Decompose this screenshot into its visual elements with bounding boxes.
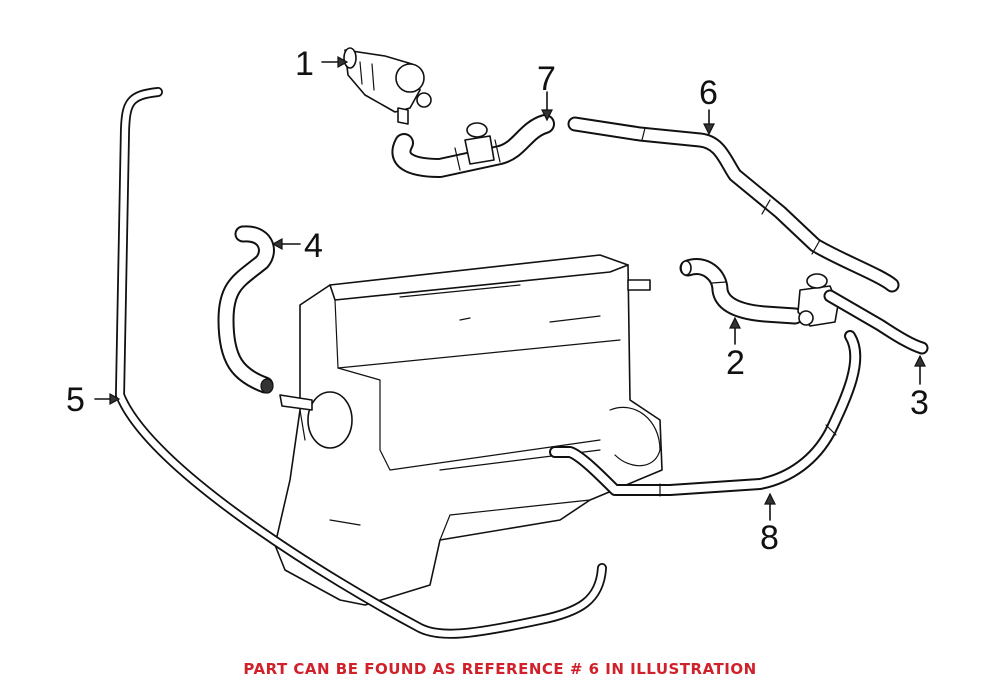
hose-part-8 [549, 330, 862, 497]
callout-6: 6 [699, 74, 718, 112]
callout-5: 5 [66, 381, 85, 419]
callout-4: 4 [304, 227, 323, 265]
callout-3: 3 [910, 384, 929, 422]
valve-part-1 [343, 47, 432, 125]
callout-8: 8 [760, 519, 779, 557]
callout-2: 2 [726, 344, 745, 382]
reference-caption: PART CAN BE FOUND AS REFERENCE # 6 IN IL… [243, 660, 757, 678]
hose-part-7 [391, 114, 555, 178]
valve-assembly [797, 273, 839, 327]
callout-7: 7 [537, 60, 556, 98]
hose-part-6 [567, 116, 900, 293]
hose-part-2 [679, 258, 804, 325]
hose-part-4 [217, 225, 275, 394]
hose-part-5 [115, 87, 607, 639]
engine-block [274, 254, 663, 606]
leader-lines [94, 55, 926, 521]
callout-1: 1 [295, 45, 314, 83]
callout-labels: 1 7 6 4 5 2 3 8 [66, 45, 929, 557]
hose-part-3 [823, 289, 929, 355]
